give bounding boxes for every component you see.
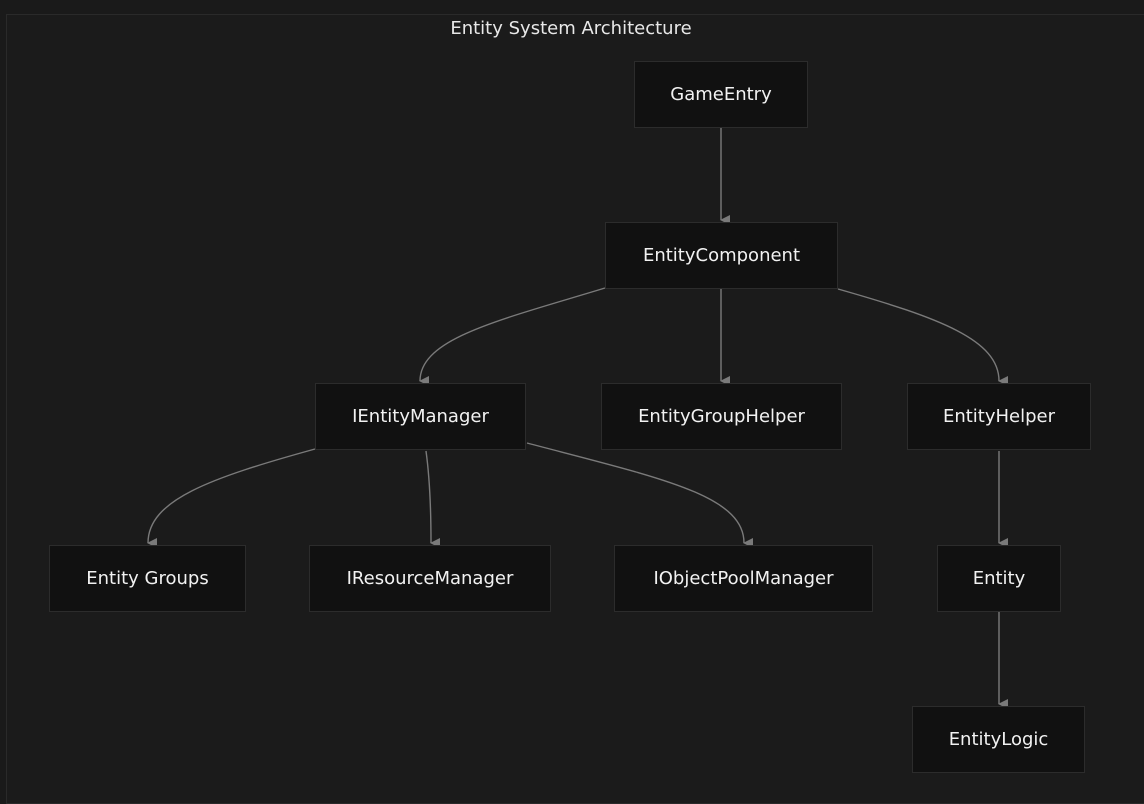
node-iresource-manager: IResourceManager — [309, 545, 551, 612]
edge-entity-component-to-entity-helper — [837, 288, 1009, 386]
node-game-entry: GameEntry — [634, 61, 808, 128]
node-entity-helper: EntityHelper — [907, 383, 1091, 450]
edge-ientity-manager-to-entity-groups — [147, 448, 316, 549]
node-entity-groups: Entity Groups — [49, 545, 246, 612]
edge-entity-component-to-ientity-manager — [419, 287, 606, 387]
diagram-title: Entity System Architecture — [450, 18, 692, 39]
node-entity-component: EntityComponent — [605, 222, 838, 289]
node-ientity-manager: IEntityManager — [315, 383, 526, 450]
node-entity-logic: EntityLogic — [912, 706, 1085, 773]
node-entity-group-helper: EntityGroupHelper — [601, 383, 842, 450]
edge-ientity-manager-to-iobject-pool-manager — [526, 442, 754, 548]
edge-ientity-manager-to-iresource-manager — [425, 450, 441, 548]
node-iobject-pool-manager: IObjectPoolManager — [614, 545, 873, 612]
node-entity: Entity — [937, 545, 1061, 612]
